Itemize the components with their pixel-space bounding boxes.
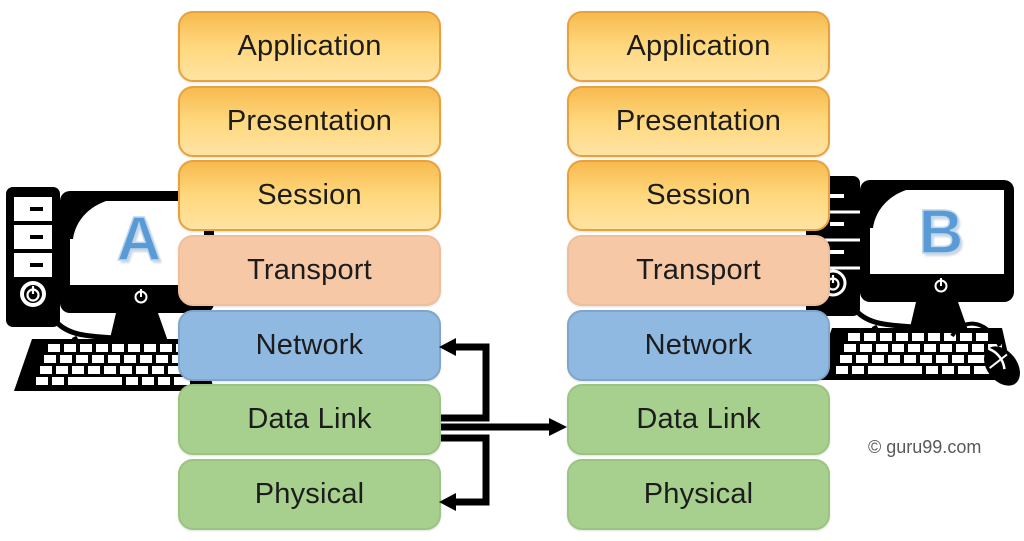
computer-a-label: A [116,205,162,274]
arrowhead-right-datalink [549,418,567,436]
osi-stack-b: Application Presentation Session Transpo… [567,11,830,531]
layer-application-a: Application [178,11,441,82]
layer-network-a: Network [178,309,441,381]
layer-physical-b: Physical [567,459,830,531]
layer-session-a: Session [178,160,441,232]
layer-network-b: Network [567,309,830,381]
layer-application-b: Application [567,11,830,82]
layer-datalink-b: Data Link [567,384,830,456]
layer-transport-a: Transport [178,235,441,307]
watermark: © guru99.com [868,437,982,457]
layer-datalink-a: Data Link [178,384,441,456]
arrow-datalink-to-network [441,343,490,422]
computer-b-label: B [918,198,964,267]
layer-session-b: Session [567,160,830,232]
arrowhead-left-physical [439,493,456,511]
layer-physical-a: Physical [178,459,441,531]
computer-tower-icon [6,187,60,327]
layer-presentation-a: Presentation [178,85,441,157]
layer-presentation-b: Presentation [567,85,830,157]
arrow-datalink-to-physical [441,434,490,506]
arrowhead-left-network [439,338,456,356]
osi-stack-a: Application Presentation Session Transpo… [178,11,441,531]
layer-transport-b: Transport [567,235,830,307]
